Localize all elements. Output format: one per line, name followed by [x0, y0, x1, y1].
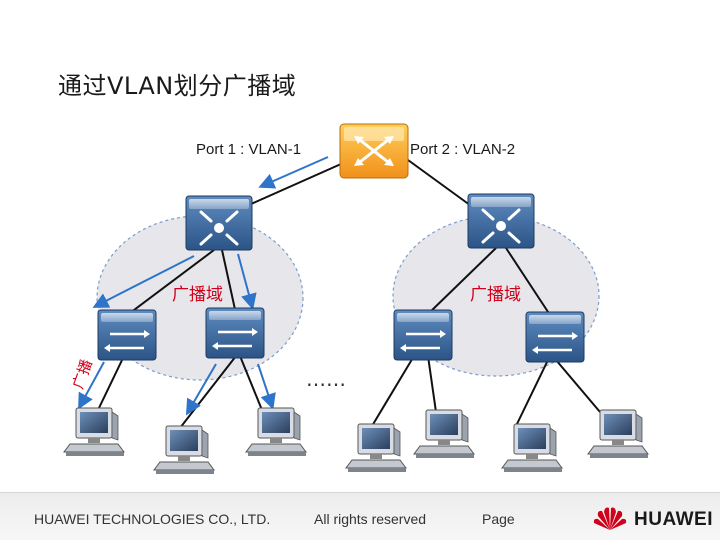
footer-brand: HUAWEI [634, 509, 713, 530]
access-switch-1-icon [97, 309, 157, 361]
pc-icon [413, 409, 475, 458]
broadcast-arrows [78, 156, 329, 416]
domain-right-label: 广播域 [470, 285, 521, 305]
network-diagram: Port 1 : VLAN-1 Port 2 : VLAN-2 广播域 广播域 … [63, 123, 649, 474]
links [97, 159, 601, 429]
pc-icon [63, 407, 125, 456]
broadcast-label: 广播 [69, 357, 96, 391]
access-switch-2-icon [205, 307, 265, 359]
access-switch-3-icon [393, 309, 453, 361]
slide-title: 通过VLAN划分广播域 [58, 72, 297, 100]
footer-company: HUAWEI TECHNOLOGIES CO., LTD. [34, 511, 271, 527]
pc-icon [245, 407, 307, 456]
footer: HUAWEI TECHNOLOGIES CO., LTD. All rights… [0, 492, 720, 540]
pc-icon [153, 425, 215, 474]
footer-divider [0, 492, 720, 493]
ellipsis-label: …… [306, 367, 346, 391]
aggregation-switch-right-icon [467, 193, 535, 249]
pc-icon [501, 423, 563, 472]
port1-label: Port 1 : VLAN-1 [196, 141, 301, 158]
pc-icon [345, 423, 407, 472]
huawei-logo-icon [593, 507, 627, 530]
aggregation-switch-left-icon [185, 195, 253, 251]
port2-label: Port 2 : VLAN-2 [410, 141, 515, 158]
access-switch-4-icon [525, 311, 585, 363]
domain-left-label: 广播域 [172, 285, 223, 305]
footer-page: Page [482, 511, 515, 527]
footer-rights: All rights reserved [314, 511, 427, 527]
pc-icon [587, 409, 649, 458]
core-router-icon [339, 123, 409, 179]
